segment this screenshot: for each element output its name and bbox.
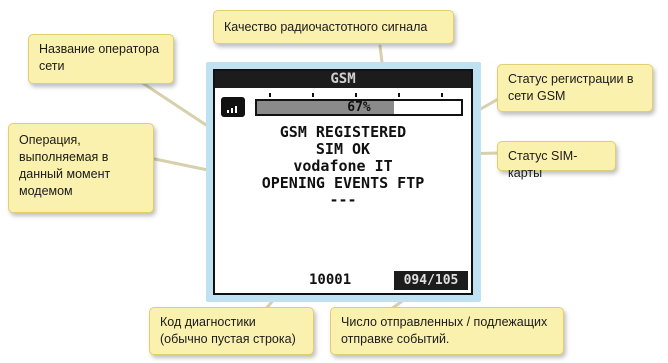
signal-percent: 67%: [347, 100, 371, 115]
signal-bar-fill: [257, 101, 394, 114]
callout-events-count: Число отправленных / подлежащих отправке…: [330, 307, 564, 355]
diagnostic-code: 10001: [309, 272, 352, 288]
callout-registration-status: Статус регистрации в сети GSM: [497, 64, 653, 112]
callout-operator-name: Название оператора сети: [28, 34, 174, 84]
signal-bar: 67%: [255, 99, 463, 116]
callout-sim-status: Статус SIM-карты: [497, 141, 616, 180]
callout-diagnostic-code: Код диагностики (обычно пустая строка): [149, 307, 314, 355]
signal-strength-icon: [221, 97, 245, 117]
events-counter: 094/105: [394, 271, 468, 290]
operation-placeholder: ---: [329, 191, 357, 209]
scale-tick: [312, 93, 314, 97]
operator-name: vodafone IT: [293, 157, 393, 175]
scale-tick: [269, 93, 271, 97]
scale-tick: [441, 93, 443, 97]
scale-tick: [398, 93, 400, 97]
callout-operation: Операция, выполняемая в данный момент мо…: [8, 123, 154, 213]
sim-status: SIM OK: [315, 140, 371, 158]
callout-signal-quality: Качество радиочастотного сигнала: [213, 10, 454, 44]
registration-status: GSM REGISTERED: [279, 123, 407, 141]
scale-tick: [355, 93, 357, 97]
modem-operation: OPENING EVENTS FTP: [261, 174, 425, 192]
gsm-display: GSM 67% GSM REGISTERED SIM OK vodafone I…: [213, 69, 473, 295]
screen-title: GSM: [215, 71, 471, 88]
